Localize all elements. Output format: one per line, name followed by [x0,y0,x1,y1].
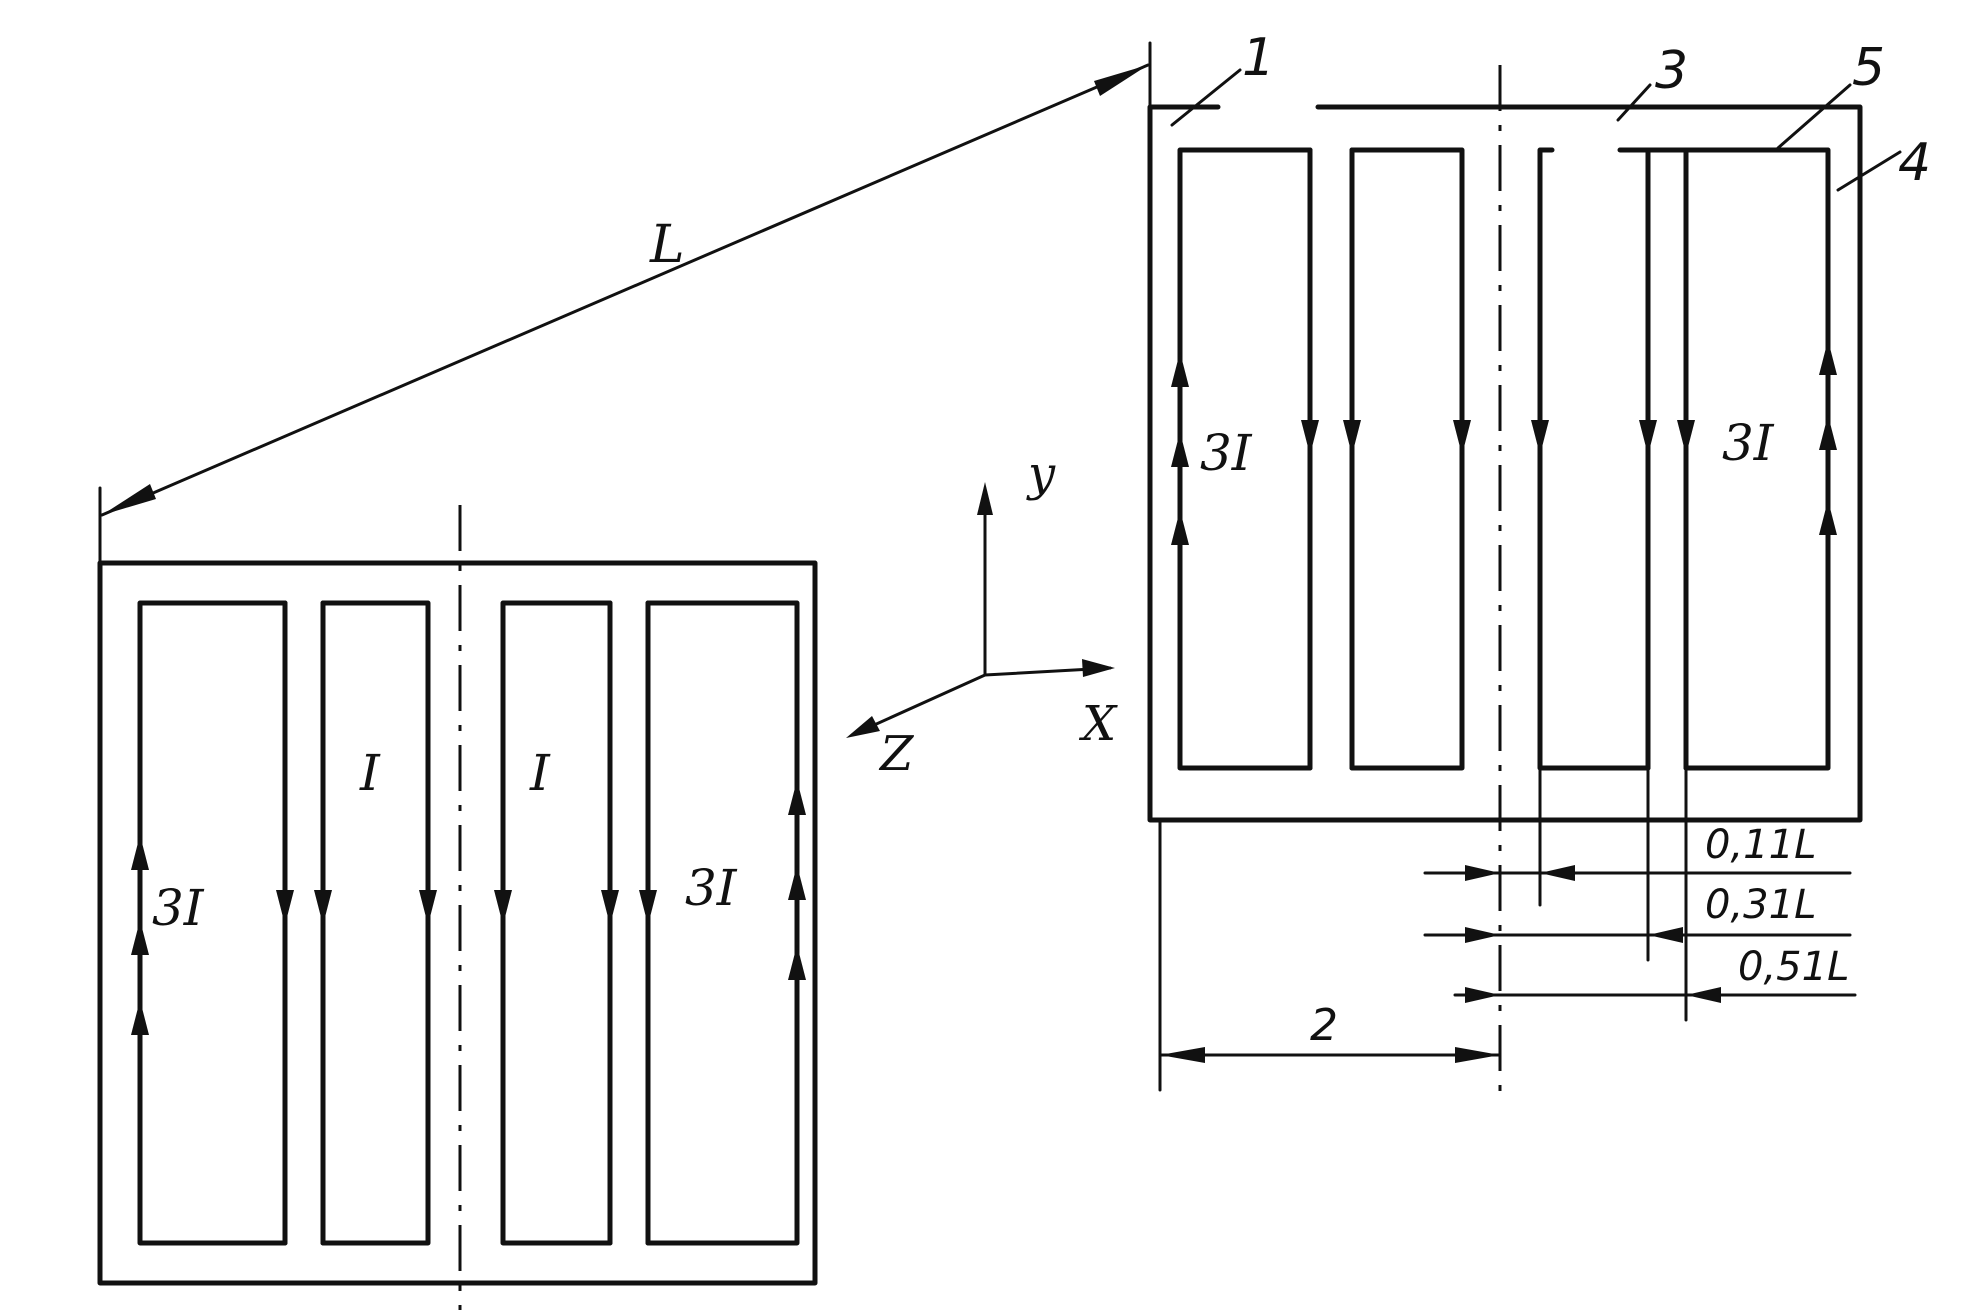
current-arrow-up [1171,352,1189,387]
current-arrow-down [601,890,619,925]
current-arrow-down [419,890,437,925]
current-arrow-up [131,920,149,955]
y-arrowhead [977,482,993,515]
leader-part-3 [1616,83,1652,122]
current-arrow-up [131,1000,149,1035]
front-left-inner-loop [320,600,431,1246]
part-number-3: 3 [1655,41,1688,101]
rear-coil-assembly: 3I 3I 1 3 5 4 [1147,28,1931,1095]
label-l: L [649,215,685,275]
arrowhead [1540,865,1575,881]
part-number-1: 1 [1242,28,1275,88]
current-arrow-up [1819,415,1837,450]
front-label-i-left: I [359,744,381,802]
current-arrow-up [788,865,806,900]
front-label-i-right: I [529,744,551,802]
rear-right-outer-loop [1617,147,1831,771]
arrowhead [1094,65,1148,96]
axis-label-x: X [1078,696,1118,752]
part-number-4: 4 [1898,133,1931,193]
current-arrow-down [1343,420,1361,455]
rear-label-3i-left: 3I [1200,424,1253,482]
arrowhead [1160,1047,1205,1063]
dimension-line-l [100,63,1150,517]
offset-dimensions: 0,11L 0,31L 0,51L 2 [1158,766,1857,1092]
leader-part-1 [1170,68,1242,127]
x-arrowhead [1082,659,1115,677]
rear-outer-frame-left [1147,104,1863,823]
front-coil-assembly: 3I I I 3I [97,505,818,1310]
leader-part-5 [1776,83,1852,150]
front-label-3i-left: 3I [152,879,205,937]
arrowhead [1648,927,1683,943]
dimension-label-011: 0,11L [1705,822,1816,868]
front-outer-frame [97,560,818,1286]
current-arrow-up [1819,500,1837,535]
current-arrow-down [276,890,294,925]
dimension-label-2: 2 [1310,1000,1338,1051]
arrowhead [1465,865,1500,881]
current-arrow-down [1639,420,1657,455]
current-arrow-up [1819,340,1837,375]
dimension-label-031: 0,31L [1705,882,1816,928]
dimension-label-051: 0,51L [1738,944,1849,990]
length-dimension: L [98,41,1152,565]
current-arrow-up [1171,432,1189,467]
current-arrow-up [1171,510,1189,545]
arrowhead [1455,1047,1500,1063]
current-arrow-down [314,890,332,925]
current-arrow-down [639,890,657,925]
current-arrow-down [494,890,512,925]
axis-label-y: y [1026,446,1056,502]
rear-label-3i-right: 3I [1722,414,1775,472]
front-right-outer-loop [645,600,800,1246]
arrowhead [1686,987,1721,1003]
rear-right-inner-loop [1537,147,1651,771]
current-arrow-down [1677,420,1695,455]
coordinate-axes: y X Z [846,446,1118,782]
z-arrowhead [846,716,880,738]
front-label-3i-right: 3I [685,859,738,917]
arrowhead [102,484,156,515]
arrowhead [1465,927,1500,943]
part-number-5: 5 [1852,38,1885,98]
arrowhead [1465,987,1500,1003]
current-arrow-up [131,835,149,870]
current-arrow-down [1453,420,1471,455]
current-arrow-up [788,780,806,815]
front-right-inner-loop [500,600,613,1246]
current-arrow-down [1301,420,1319,455]
rear-left-inner-loop [1349,147,1465,771]
axis-label-z: Z [878,726,915,782]
leader-part-4 [1836,150,1902,192]
current-arrow-up [788,945,806,980]
current-arrow-down [1531,420,1549,455]
